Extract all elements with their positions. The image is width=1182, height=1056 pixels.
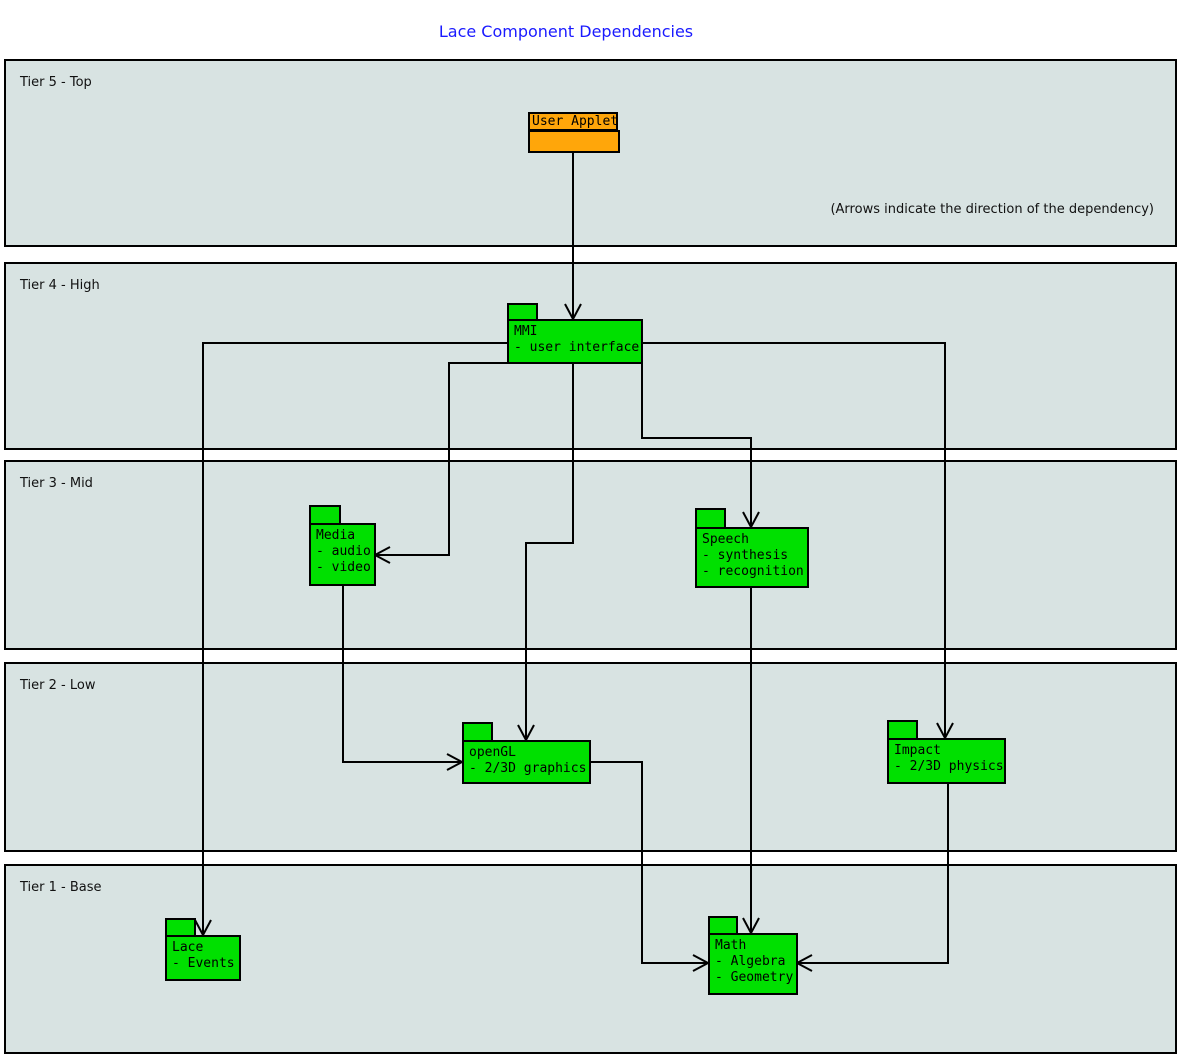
package-tab bbox=[462, 722, 493, 742]
package-name: Lace bbox=[172, 940, 204, 955]
node-user-applet-label: User Applet bbox=[528, 112, 618, 131]
tier-label: Tier 1 - Base bbox=[20, 880, 102, 895]
package-name: Speech bbox=[702, 532, 749, 547]
package-tab bbox=[887, 720, 918, 740]
package-detail: - recognition bbox=[702, 564, 804, 579]
package-detail: - audio bbox=[316, 544, 371, 559]
package-name: Impact bbox=[894, 743, 941, 758]
diagram-title: Lace Component Dependencies bbox=[438, 22, 694, 41]
package-detail: - Algebra bbox=[715, 954, 786, 969]
package-tab bbox=[309, 505, 341, 525]
package-detail: - video bbox=[316, 560, 371, 575]
package-name: openGL bbox=[469, 745, 516, 760]
package-name: Math bbox=[715, 938, 747, 953]
package-tab bbox=[695, 508, 726, 529]
node-user-applet-body bbox=[528, 130, 620, 153]
package-name: Media bbox=[316, 528, 356, 543]
tier-band-5-top: Tier 5 - Top bbox=[4, 59, 1177, 247]
package-detail: - Geometry bbox=[715, 970, 794, 985]
package-detail: - synthesis bbox=[702, 548, 789, 563]
tier-label: Tier 3 - Mid bbox=[20, 476, 93, 491]
package-name: MMI bbox=[514, 324, 538, 339]
tier-band-3-mid: Tier 3 - Mid bbox=[4, 460, 1177, 650]
tier-label: Tier 5 - Top bbox=[20, 75, 92, 90]
tier-label: Tier 4 - High bbox=[20, 278, 100, 293]
package-detail: - 2/3D graphics bbox=[469, 761, 587, 776]
package-detail: - user interface bbox=[514, 340, 640, 355]
legend-note: (Arrows indicate the direction of the de… bbox=[830, 202, 1154, 217]
package-detail: - 2/3D physics bbox=[894, 759, 1004, 774]
package-detail: - Events bbox=[172, 956, 235, 971]
tier-label: Tier 2 - Low bbox=[20, 678, 96, 693]
